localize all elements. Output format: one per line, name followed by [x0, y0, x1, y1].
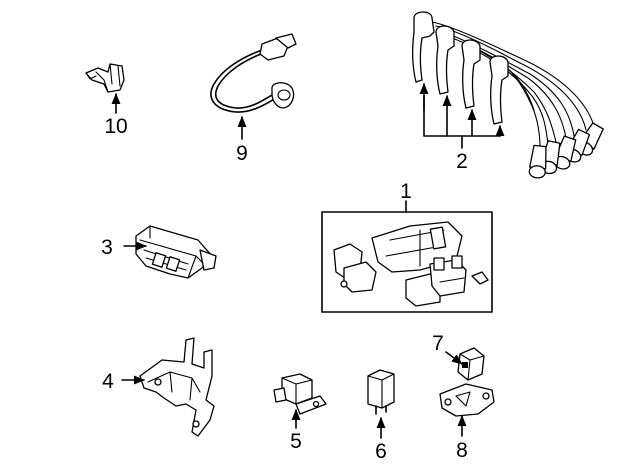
part-6-relay-module	[367, 369, 395, 415]
callout-2-arrows	[419, 82, 505, 149]
callout-3-label: 3	[101, 236, 113, 259]
part-2-spark-plug-wires	[412, 11, 604, 179]
part-3-ecm	[135, 225, 217, 279]
part-1-ignition-coil	[333, 221, 489, 307]
part-7-sensor	[457, 347, 485, 381]
callout-5-label: 5	[290, 430, 302, 453]
callout-2-label: 2	[456, 150, 468, 173]
part-4-bracket	[139, 337, 215, 437]
part-5-relay	[273, 373, 327, 415]
callout-8-label: 8	[456, 439, 468, 462]
callout-4-label: 4	[102, 370, 114, 393]
callout-10-label: 10	[104, 115, 127, 138]
callout-6-label: 6	[375, 440, 387, 463]
callout-9-label: 9	[236, 142, 248, 165]
part-9-knock-sensor	[210, 33, 297, 113]
callout-1-label: 1	[400, 180, 412, 203]
part-8-bracket	[439, 383, 495, 417]
callout-7-label: 7	[432, 332, 444, 355]
part-10-clip	[85, 63, 125, 93]
part-1-box	[321, 211, 493, 313]
callout-7-arrow	[445, 351, 463, 365]
